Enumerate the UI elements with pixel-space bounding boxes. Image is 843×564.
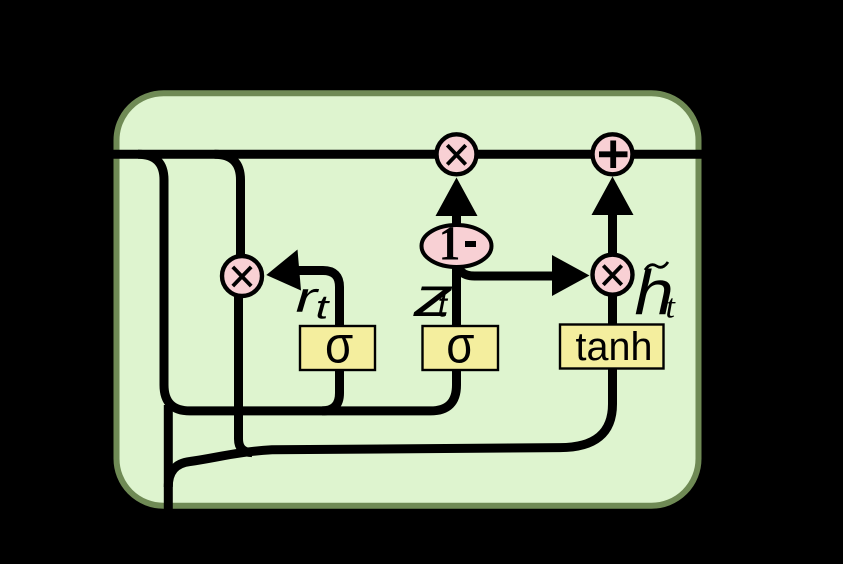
svg-text:t: t (316, 289, 331, 326)
svg-text:r: r (296, 273, 321, 322)
svg-text:t: t (666, 289, 677, 326)
svg-text:σ: σ (325, 317, 353, 374)
svg-text:z: z (412, 266, 453, 329)
svg-text:tanh: tanh (576, 325, 653, 369)
svg-text:h: h (635, 258, 674, 329)
svg-text:t: t (438, 287, 449, 325)
svg-text:σ: σ (446, 317, 474, 374)
svg-text:1: 1 (439, 216, 461, 270)
